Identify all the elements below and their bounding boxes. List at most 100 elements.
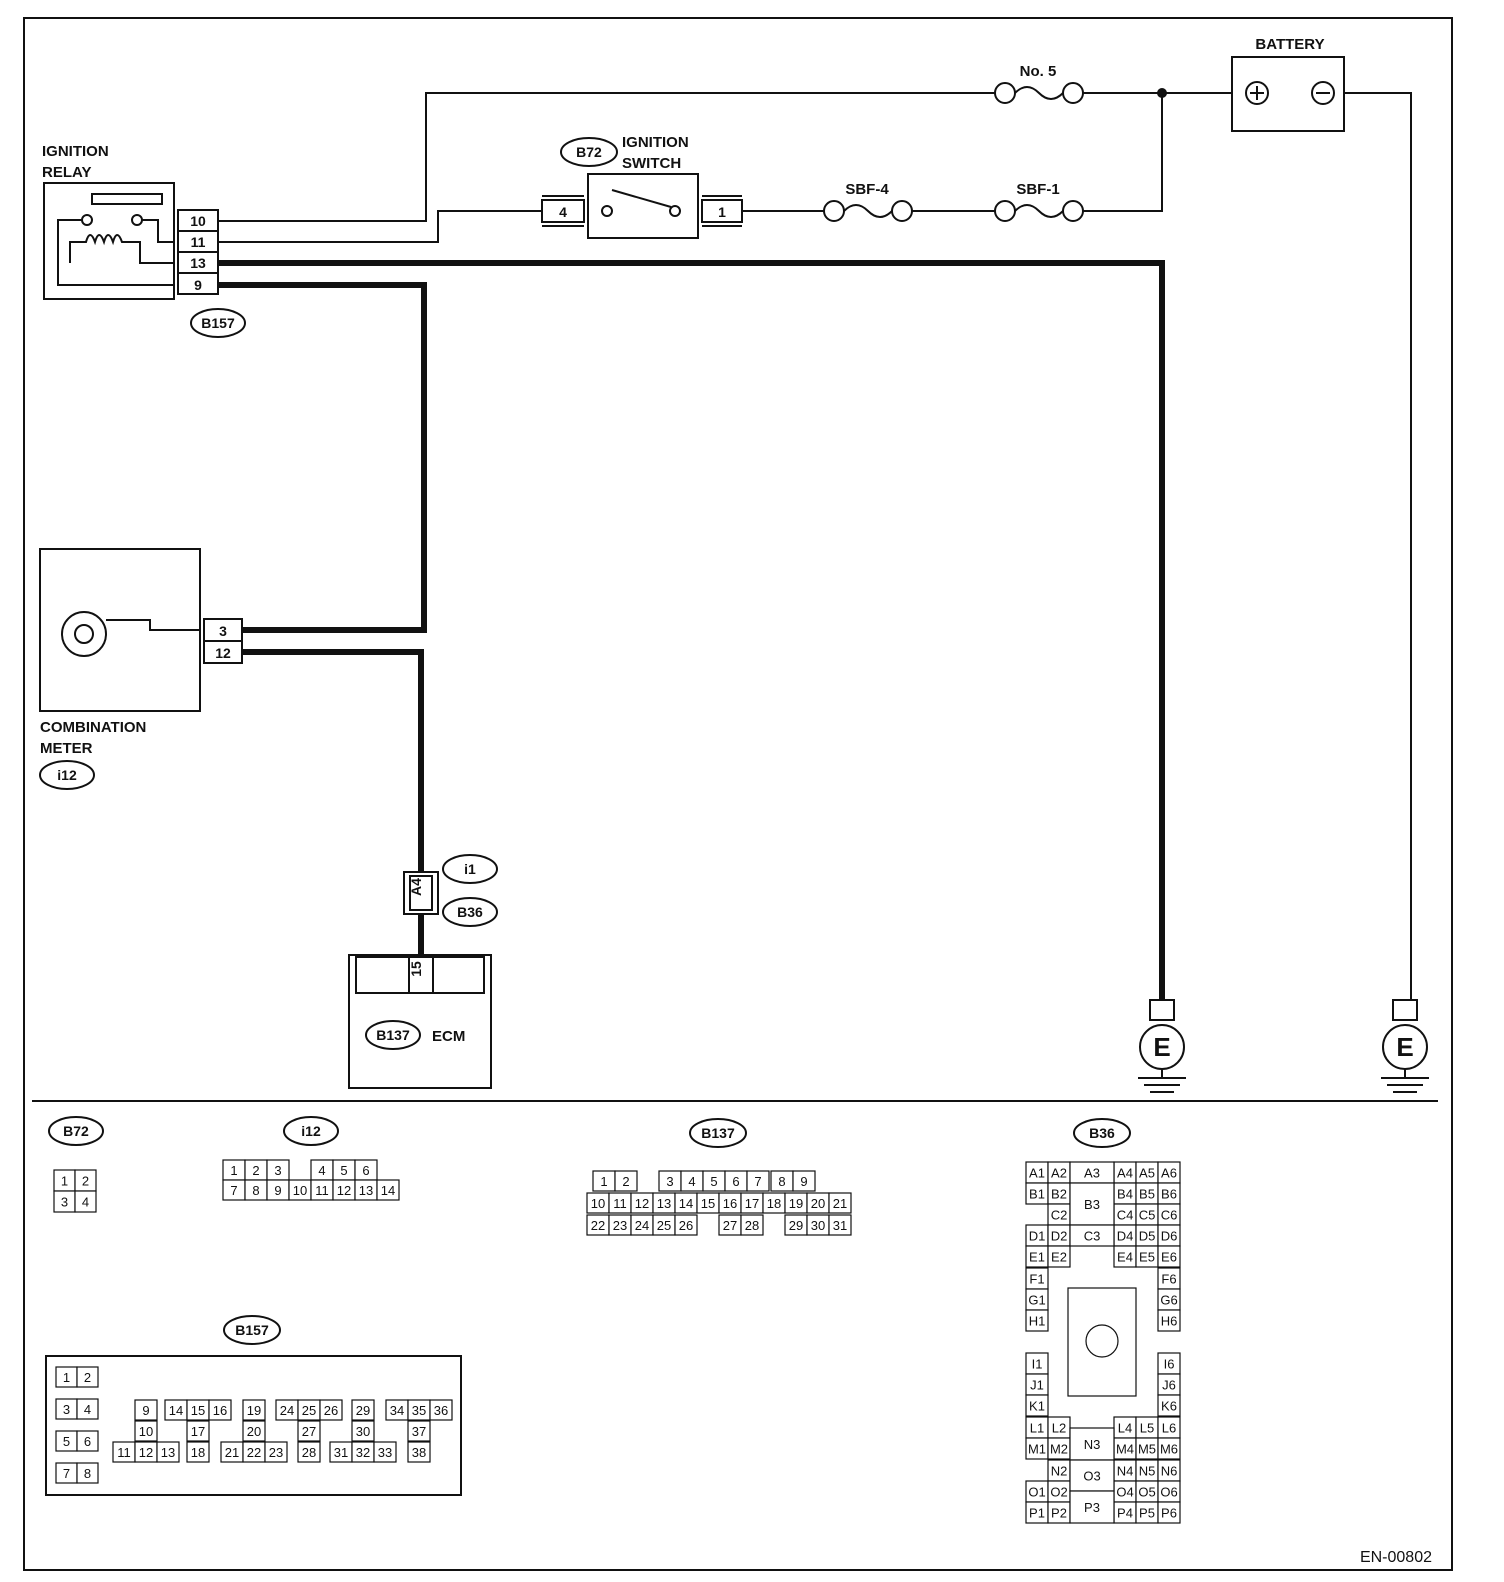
connector-cell-label: 23 xyxy=(269,1445,283,1460)
b36-pin xyxy=(1025,1309,1049,1332)
connector-cell-label: 30 xyxy=(356,1424,370,1439)
b157-pin xyxy=(373,1441,397,1463)
connector-cell-label: H6 xyxy=(1161,1314,1178,1329)
connector-cell-label: H1 xyxy=(1029,1314,1046,1329)
connector-cell-label: M2 xyxy=(1050,1442,1068,1457)
b36-pin xyxy=(1157,1245,1181,1268)
connector-cell-label: 4 xyxy=(82,1195,89,1210)
b157-pin xyxy=(407,1441,431,1463)
battery-title: BATTERY xyxy=(1255,36,1324,53)
b36-pin xyxy=(1069,1182,1115,1226)
connector-cell-label: 26 xyxy=(324,1403,338,1418)
b36-pin xyxy=(1069,1490,1115,1524)
connector-cell-label: L6 xyxy=(1162,1421,1176,1436)
connector-cell-label: 19 xyxy=(789,1196,803,1211)
connector-cell-label: E4 xyxy=(1117,1250,1133,1265)
connector-cell-label: 38 xyxy=(412,1445,426,1460)
connector-cell-label: J1 xyxy=(1030,1378,1044,1393)
b137-pin xyxy=(674,1214,698,1236)
b36-pin xyxy=(1157,1501,1181,1524)
connector-cell-label: 9 xyxy=(142,1403,149,1418)
connector-cell-label: 23 xyxy=(613,1218,627,1233)
connector-cell-label: N3 xyxy=(1084,1437,1101,1452)
connector-cell-label: 18 xyxy=(767,1196,781,1211)
connector-cell-label: 1 xyxy=(63,1370,70,1385)
relay-coil-icon xyxy=(69,234,174,264)
connector-cell-label: 3 xyxy=(666,1174,673,1189)
svg-text:B137: B137 xyxy=(376,1027,410,1043)
connector-cell-label: 33 xyxy=(378,1445,392,1460)
connector-cell-label: C6 xyxy=(1161,1208,1178,1223)
svg-text:B157: B157 xyxy=(235,1322,269,1338)
b157-pin xyxy=(134,1420,158,1442)
connector-cell-label: I1 xyxy=(1032,1357,1043,1372)
connector-cell-label: 5 xyxy=(710,1174,717,1189)
fuse-sbf1-icon xyxy=(994,200,1084,222)
connector-cell-label: 17 xyxy=(191,1424,205,1439)
svg-text:E: E xyxy=(1396,1032,1413,1062)
connector-cell-label: M6 xyxy=(1160,1442,1178,1457)
switch-connector-label: B72 xyxy=(576,144,602,160)
meter-pin-3: 3 xyxy=(219,623,227,639)
connector-cell-label: 16 xyxy=(723,1196,737,1211)
svg-text:B36: B36 xyxy=(457,904,483,920)
meter-connector-label: i12 xyxy=(57,767,77,783)
connector-cell-label: 9 xyxy=(274,1183,281,1198)
connector-cell-label: P3 xyxy=(1084,1500,1100,1515)
connector-cell-label: 31 xyxy=(833,1218,847,1233)
wire-meter12-joint xyxy=(242,649,424,872)
b157-pin xyxy=(186,1441,210,1463)
connector-cell-label: O3 xyxy=(1083,1469,1100,1484)
b157-pin xyxy=(186,1420,210,1442)
figure-id: EN-00802 xyxy=(1360,1549,1432,1566)
connector-cell-label: N2 xyxy=(1051,1464,1068,1479)
switch-title-1: IGNITION xyxy=(622,134,689,151)
connector-cell-label: E5 xyxy=(1139,1250,1155,1265)
switch-connector-badge xyxy=(560,137,618,167)
meter-pin-block: 3 12 xyxy=(203,618,243,664)
connector-cell-label: G6 xyxy=(1160,1293,1177,1308)
connector-cell-label: B5 xyxy=(1139,1187,1155,1202)
connector-cell-label: 6 xyxy=(362,1163,369,1178)
svg-text:E: E xyxy=(1153,1032,1170,1062)
connector-cell-label: P5 xyxy=(1139,1506,1155,1521)
connector-cell-label: L2 xyxy=(1052,1421,1066,1436)
connector-cell-label: 13 xyxy=(359,1183,373,1198)
b157-pin xyxy=(407,1420,431,1442)
b72-face-badge xyxy=(48,1116,104,1146)
connector-cell-label: D2 xyxy=(1051,1229,1068,1244)
connector-cell-label: 34 xyxy=(390,1403,404,1418)
connector-cell-label: C5 xyxy=(1139,1208,1156,1223)
b157-pin xyxy=(297,1441,321,1463)
b157-pin xyxy=(76,1366,99,1388)
connector-cell-label: 14 xyxy=(169,1403,183,1418)
wire-battery-neg-ground xyxy=(1344,92,1412,1000)
svg-text:B36: B36 xyxy=(1089,1125,1115,1141)
fuse-sbf1-label: SBF-1 xyxy=(1016,181,1059,198)
connector-cell-label: 29 xyxy=(356,1403,370,1418)
fuse-sbf4-icon xyxy=(823,200,913,222)
wire-relay11-switch xyxy=(218,210,542,243)
connector-cell-label: P6 xyxy=(1161,1506,1177,1521)
relay-inner-wire-a xyxy=(142,219,174,243)
b36-pin xyxy=(1025,1394,1049,1417)
joint-badge-bottom xyxy=(442,897,498,927)
relay-inner-wire-b xyxy=(57,219,174,286)
connector-cell-label: 7 xyxy=(754,1174,761,1189)
b157-pin xyxy=(242,1399,266,1421)
relay-title-1: IGNITION xyxy=(42,143,109,160)
svg-text:i12: i12 xyxy=(301,1123,321,1139)
connector-cell-label: B6 xyxy=(1161,1187,1177,1202)
connector-cell-label: C2 xyxy=(1051,1208,1068,1223)
connector-cell-label: 19 xyxy=(247,1403,261,1418)
fuse-no5-label: No. 5 xyxy=(1020,63,1057,80)
b137-pin xyxy=(746,1170,770,1192)
ecm-pin-box xyxy=(408,956,434,994)
connector-cell-label: 13 xyxy=(161,1445,175,1460)
wire-junction-sbf1 xyxy=(1083,93,1163,212)
relay-pin-10: 10 xyxy=(190,213,206,229)
connector-cell-label: E1 xyxy=(1029,1250,1045,1265)
